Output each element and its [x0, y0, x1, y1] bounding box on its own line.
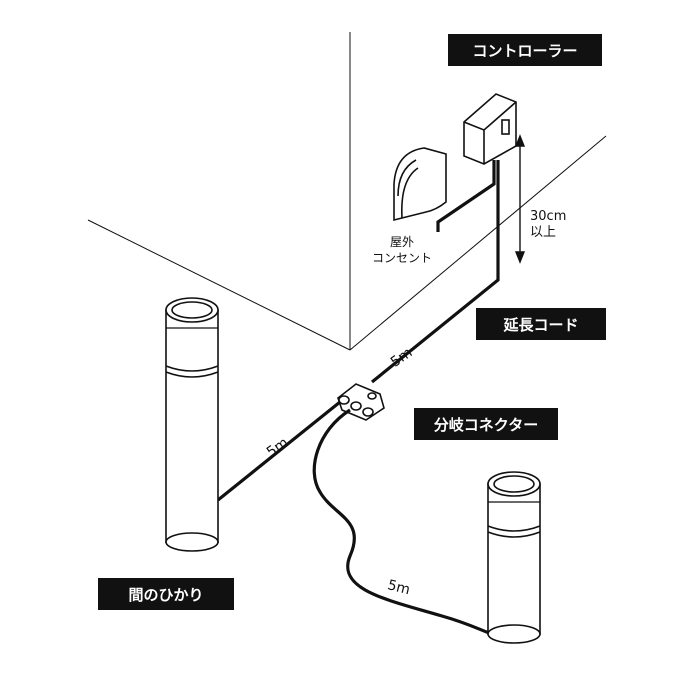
- light-tag: 間のひかり: [98, 578, 234, 610]
- controller-icon: [463, 93, 517, 165]
- left-light-cable: [216, 400, 342, 502]
- branch-connector-tag: 分岐コネクター: [414, 408, 558, 440]
- controller-tag: コントローラー: [448, 34, 602, 66]
- extension-cord-tag-label: 延長コード: [502, 316, 578, 334]
- outdoor-outlet-icon: [393, 147, 447, 222]
- outlet-label-line2: コンセント: [372, 251, 432, 265]
- outlet-cable: [436, 160, 496, 232]
- right-wall-floor-line: [349, 135, 607, 351]
- height-label-line2: 以上: [530, 225, 556, 240]
- right-light-pole-icon: [487, 471, 541, 644]
- controller-tag-label: コントローラー: [472, 42, 577, 60]
- left-light-pole-icon: [165, 297, 219, 552]
- extension-cord-tag: 延長コード: [476, 308, 606, 340]
- right-light-cable: [312, 408, 493, 636]
- extension-cord-line: [370, 160, 500, 384]
- distance-label-right: 5m: [386, 577, 412, 598]
- left-wall-floor-line: [87, 219, 351, 351]
- height-arrow: [514, 134, 526, 264]
- distance-label-left: 5m: [264, 435, 292, 461]
- light-tag-label: 間のひかり: [128, 586, 203, 604]
- branch-connector-tag-label: 分岐コネクター: [434, 416, 538, 434]
- height-label-line1: 30cm: [530, 209, 566, 224]
- room-walls: [87, 32, 607, 351]
- outlet-label-line1: 屋外: [390, 235, 414, 249]
- branch-connector-icon: [337, 383, 385, 421]
